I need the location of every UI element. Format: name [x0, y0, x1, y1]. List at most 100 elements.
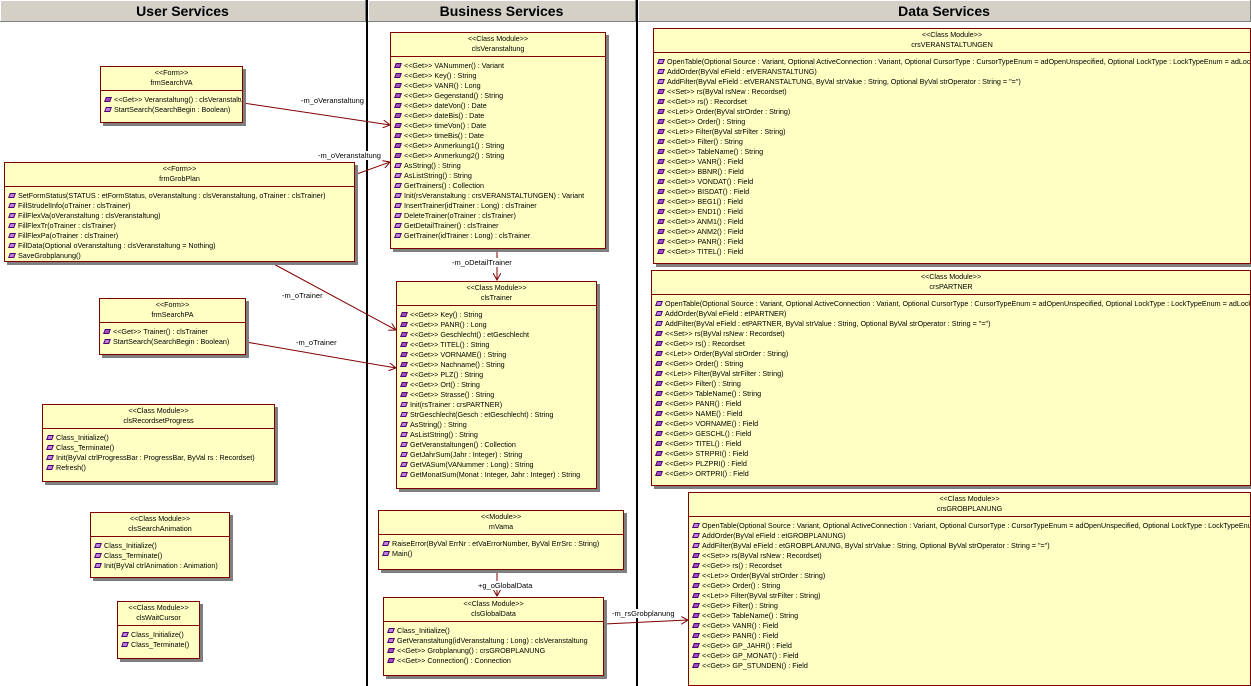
- operation[interactable]: Class_Initialize(): [121, 630, 199, 640]
- operation[interactable]: Class_Terminate(): [46, 443, 274, 453]
- operation[interactable]: <<Get>> TITEL() : Field: [655, 439, 1250, 449]
- operation[interactable]: <<Get>> rs() : Recordset: [655, 339, 1250, 349]
- operation[interactable]: <<Get>> ANM2() : Field: [657, 227, 1250, 237]
- operation[interactable]: <<Get>> GP_JAHR() : Field: [692, 641, 1250, 651]
- operation[interactable]: FillFlexPa(oTrainer : clsTrainer): [8, 231, 354, 241]
- operation[interactable]: SaveGrobplanung(): [8, 251, 354, 261]
- operation[interactable]: <<Let>> Filter(ByVal strFilter : String): [655, 369, 1250, 379]
- operation[interactable]: FillData(Optional oVeranstaltung : clsVe…: [8, 241, 354, 251]
- operation[interactable]: <<Get>> VORNAME() : Field: [655, 419, 1250, 429]
- operation[interactable]: <<Get>> Filter() : String: [692, 601, 1250, 611]
- operation[interactable]: <<Get>> STRPRI() : Field: [655, 449, 1250, 459]
- operation[interactable]: GetJahrSum(Jahr : Integer) : String: [400, 450, 596, 460]
- operation[interactable]: AddFilter(ByVal eField : etPARTNER, ByVa…: [655, 319, 1250, 329]
- operation[interactable]: <<Let>> Order(ByVal strOrder : String): [692, 571, 1250, 581]
- operation[interactable]: <<Get>> Anmerkung1() : String: [394, 141, 605, 151]
- operation[interactable]: OpenTable(Optional Source : Variant, Opt…: [655, 299, 1250, 309]
- operation[interactable]: AddFilter(ByVal eField : etGROBPLANUNG, …: [692, 541, 1250, 551]
- operation[interactable]: GetVeranstaltung(idVeranstaltung : Long)…: [387, 636, 603, 646]
- operation[interactable]: <<Get>> TableName() : String: [692, 611, 1250, 621]
- operation[interactable]: <<Get>> NAME() : Field: [655, 409, 1250, 419]
- operation[interactable]: <<Get>> VORNAME() : String: [400, 350, 596, 360]
- operation[interactable]: <<Get>> TableName() : String: [657, 147, 1250, 157]
- operation[interactable]: <<Get>> timeVon() : Date: [394, 121, 605, 131]
- operation[interactable]: AddFilter(ByVal eField : etVERANSTALTUNG…: [657, 77, 1250, 87]
- operation[interactable]: Class_Initialize(): [94, 541, 229, 551]
- operation[interactable]: <<Set>> rs(ByVal rsNew : Recordset): [692, 551, 1250, 561]
- operation[interactable]: Main(): [382, 549, 623, 559]
- operation[interactable]: AddOrder(ByVal eField : etGROBPLANUNG): [692, 531, 1250, 541]
- operation[interactable]: OpenTable(Optional Source : Variant, Opt…: [692, 521, 1250, 531]
- operation[interactable]: <<Get>> BBNR() : Field: [657, 167, 1250, 177]
- operation[interactable]: <<Get>> BEG1() : Field: [657, 197, 1250, 207]
- operation[interactable]: <<Get>> Strasse() : String: [400, 390, 596, 400]
- operation[interactable]: OpenTable(Optional Source : Variant, Opt…: [657, 57, 1250, 67]
- operation[interactable]: <<Get>> Anmerkung2() : String: [394, 151, 605, 161]
- operation[interactable]: FillFlexTr(oTrainer : clsTrainer): [8, 221, 354, 231]
- operation[interactable]: <<Get>> Nachname() : String: [400, 360, 596, 370]
- operation[interactable]: <<Let>> Filter(ByVal strFilter : String): [692, 591, 1250, 601]
- operation[interactable]: <<Get>> Order() : String: [692, 581, 1250, 591]
- operation[interactable]: <<Get>> PLZPRI() : Field: [655, 459, 1250, 469]
- operation[interactable]: <<Get>> TableName() : String: [655, 389, 1250, 399]
- operation[interactable]: AddOrder(ByVal eField : etPARTNER): [655, 309, 1250, 319]
- operation[interactable]: Init(rsTrainer : crsPARTNER): [400, 400, 596, 410]
- class-frmSearchVA[interactable]: <<Form>>frmSearchVA<<Get>> Veranstaltung…: [100, 66, 243, 123]
- operation[interactable]: <<Get>> timeBis() : Date: [394, 131, 605, 141]
- operation[interactable]: <<Get>> VANR() : Field: [657, 157, 1250, 167]
- operation[interactable]: AsListString() : String: [400, 430, 596, 440]
- operation[interactable]: <<Get>> rs() : Recordset: [692, 561, 1250, 571]
- operation[interactable]: <<Get>> PANR() : Field: [655, 399, 1250, 409]
- operation[interactable]: <<Get>> Gegenstand() : String: [394, 91, 605, 101]
- operation[interactable]: <<Get>> VANummer() : Variant: [394, 61, 605, 71]
- operation[interactable]: StartSearch(SearchBegin : Boolean): [104, 105, 242, 115]
- operation[interactable]: AddOrder(ByVal eField : etVERANSTALTUNG): [657, 67, 1250, 77]
- operation[interactable]: InsertTrainer(idTrainer : Long) : clsTra…: [394, 201, 605, 211]
- operation[interactable]: AsString() : String: [400, 420, 596, 430]
- operation[interactable]: FillStrudelInfo(oTrainer : clsTrainer): [8, 201, 354, 211]
- class-clsVeranstaltung[interactable]: <<Class Module>>clsVeranstaltung<<Get>> …: [390, 32, 606, 249]
- operation[interactable]: Init(ByVal ctrlProgressBar : ProgressBar…: [46, 453, 274, 463]
- operation[interactable]: GetDetailTrainer() : clsTrainer: [394, 221, 605, 231]
- operation[interactable]: <<Get>> ORTPRI() : Field: [655, 469, 1250, 479]
- operation[interactable]: <<Get>> rs() : Recordset: [657, 97, 1250, 107]
- operation[interactable]: <<Set>> rs(ByVal rsNew : Recordset): [657, 87, 1250, 97]
- operation[interactable]: GetTrainers() : Collection: [394, 181, 605, 191]
- class-clsTrainer[interactable]: <<Class Module>>clsTrainer<<Get>> Key() …: [396, 281, 597, 489]
- operation[interactable]: <<Let>> Order(ByVal strOrder : String): [657, 107, 1250, 117]
- operation[interactable]: <<Get>> Key() : String: [394, 71, 605, 81]
- operation[interactable]: Class_Initialize(): [46, 433, 274, 443]
- operation[interactable]: <<Get>> Order() : String: [655, 359, 1250, 369]
- operation[interactable]: <<Get>> END1() : Field: [657, 207, 1250, 217]
- operation[interactable]: <<Get>> Connection() : Connection: [387, 656, 603, 666]
- operation[interactable]: <<Get>> PANR() : Long: [400, 320, 596, 330]
- operation[interactable]: RaiseError(ByVal ErrNr : etVaErrorNumber…: [382, 539, 623, 549]
- operation[interactable]: <<Get>> Veranstaltung() : clsVeranstaltu…: [104, 95, 242, 105]
- operation[interactable]: GetTrainer(idTrainer : Long) : clsTraine…: [394, 231, 605, 241]
- operation[interactable]: <<Set>> rs(ByVal rsNew : Recordset): [655, 329, 1250, 339]
- operation[interactable]: <<Get>> PANR() : Field: [692, 631, 1250, 641]
- operation[interactable]: <<Get>> PLZ() : String: [400, 370, 596, 380]
- operation[interactable]: <<Get>> Key() : String: [400, 310, 596, 320]
- operation[interactable]: GetVASum(VANummer : Long) : String: [400, 460, 596, 470]
- operation[interactable]: <<Get>> GP_STUNDEN() : Field: [692, 661, 1250, 671]
- operation[interactable]: <<Get>> TITEL() : String: [400, 340, 596, 350]
- operation[interactable]: <<Let>> Filter(ByVal strFilter : String): [657, 127, 1250, 137]
- operation[interactable]: <<Get>> GP_MONAT() : Field: [692, 651, 1250, 661]
- operation[interactable]: Class_Terminate(): [94, 551, 229, 561]
- operation[interactable]: <<Get>> Geschlecht() : etGeschlecht: [400, 330, 596, 340]
- operation[interactable]: Init(rsVeranstaltung : crsVERANSTALTUNGE…: [394, 191, 605, 201]
- operation[interactable]: <<Get>> Filter() : String: [655, 379, 1250, 389]
- operation[interactable]: GetVeranstaltungen() : Collection: [400, 440, 596, 450]
- operation[interactable]: <<Get>> ANM1() : Field: [657, 217, 1250, 227]
- class-frmSearchPA[interactable]: <<Form>>frmSearchPA<<Get>> Trainer() : c…: [99, 298, 246, 355]
- operation[interactable]: AsListString() : String: [394, 171, 605, 181]
- operation[interactable]: Init(ByVal ctrlAnimation : Animation): [94, 561, 229, 571]
